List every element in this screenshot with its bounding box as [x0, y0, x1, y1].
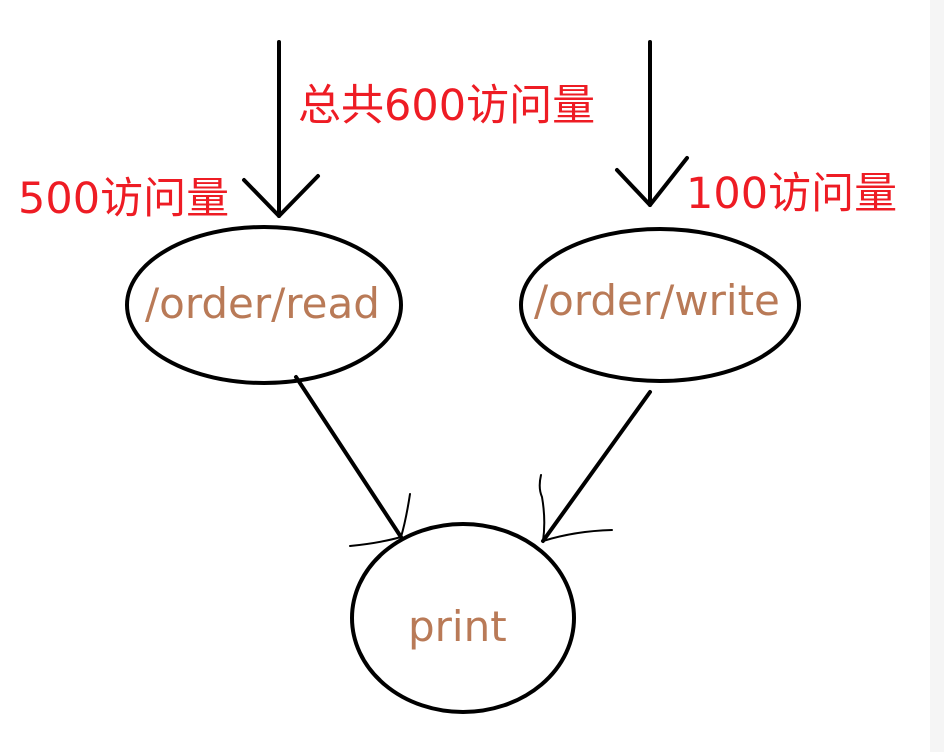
node-order-write-label: /order/write [534, 276, 780, 325]
arrow-write-to-print [538, 390, 652, 543]
node-order-read-label: /order/read [145, 279, 380, 328]
node-print-label: print [408, 602, 507, 651]
left-incoming-arrow [242, 40, 320, 218]
total-traffic-label: 总共600访问量 [298, 81, 595, 131]
arrow-read-to-print [294, 375, 411, 547]
scroll-edge [930, 0, 944, 752]
right-incoming-arrow [615, 40, 689, 207]
node-order-write: /order/write [519, 227, 801, 383]
node-print: print [350, 522, 576, 714]
left-traffic-label: 500访问量 [18, 174, 229, 224]
right-traffic-label: 100访问量 [686, 169, 897, 219]
node-order-read: /order/read [125, 225, 403, 385]
